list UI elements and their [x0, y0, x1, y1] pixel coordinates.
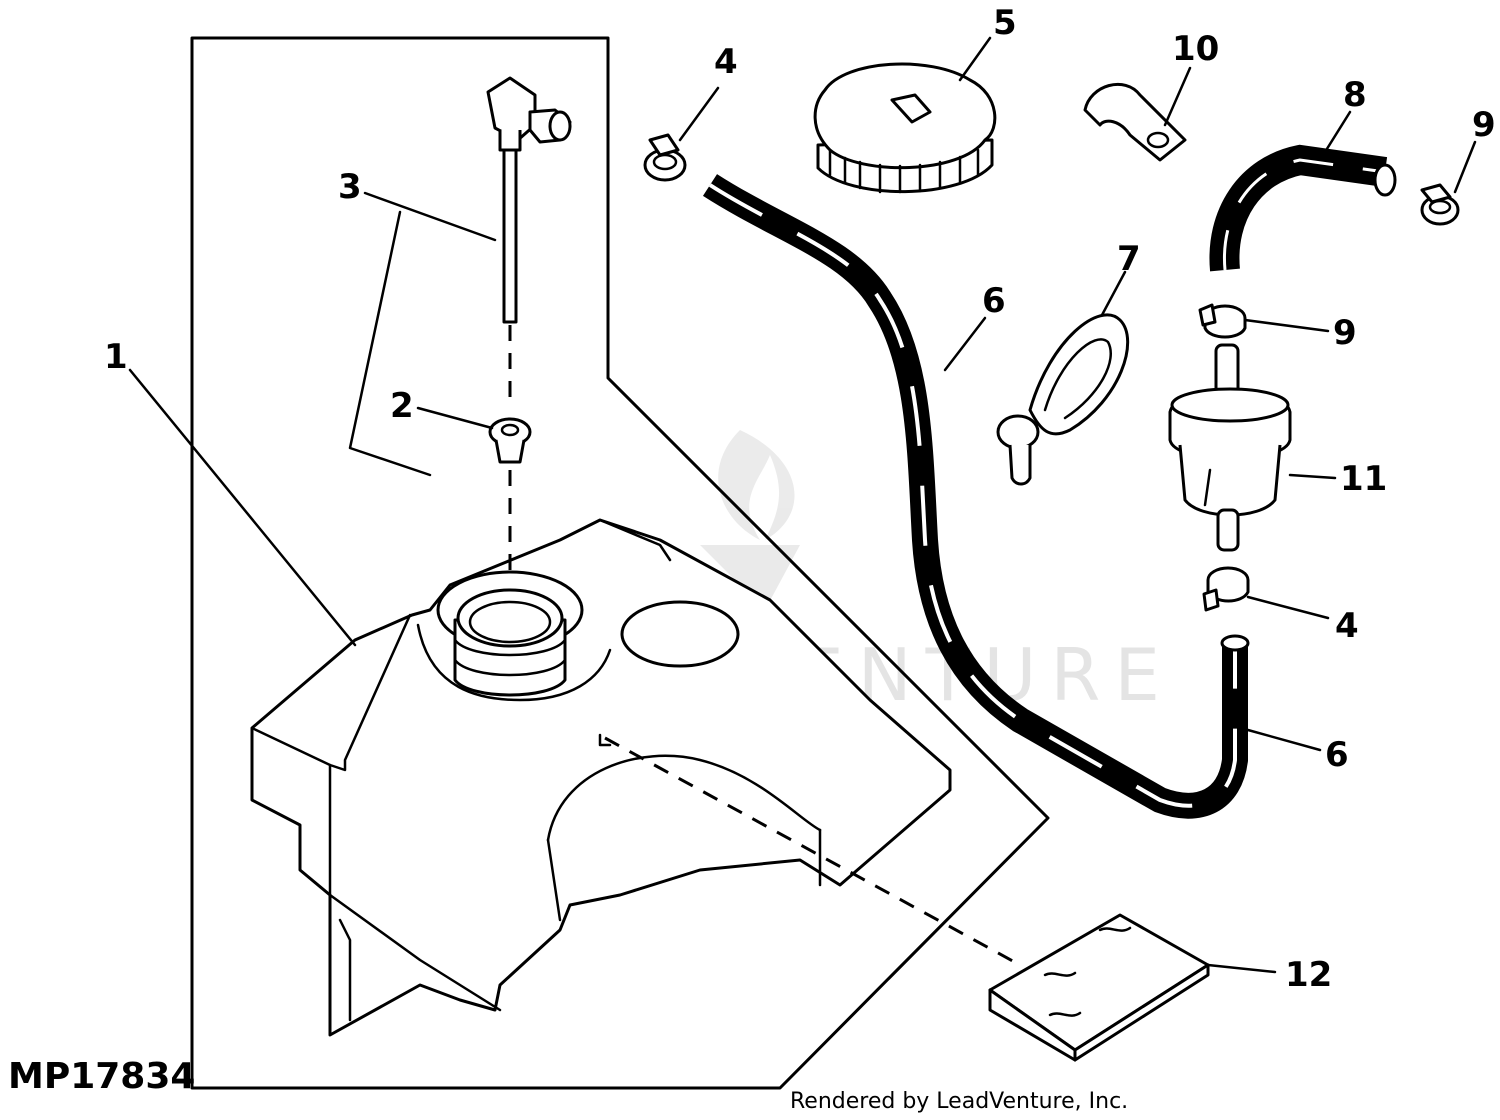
callout-4-lower: 4: [1335, 606, 1359, 646]
hose-clamp-top: [643, 133, 687, 182]
callout-9-filter: 9: [1333, 313, 1357, 353]
decal: [604, 736, 1210, 1062]
callout-12: 12: [1285, 955, 1332, 995]
callout-6-lower: 6: [1325, 735, 1349, 775]
fuel-filter: [1168, 343, 1292, 552]
callout-9-right: 9: [1472, 105, 1496, 145]
callout-labels: 1 2 3 4 4 5 6 6 7 8 9 9 10 11 12: [104, 3, 1496, 995]
figure-code: MP17834: [8, 1056, 195, 1097]
hose-clamp-right: [1420, 183, 1460, 226]
callout-2: 2: [390, 386, 414, 426]
group-boundary: [190, 36, 1050, 1090]
fuel-tank: [250, 518, 952, 1037]
callout-5: 5: [993, 3, 1017, 43]
leader-lines: [128, 36, 1477, 974]
callout-11: 11: [1340, 459, 1387, 499]
callout-4-top: 4: [714, 42, 738, 82]
credit-line: Rendered by LeadVenture, Inc.: [790, 1089, 1128, 1114]
mounting-clip: [1083, 82, 1187, 162]
callout-3: 3: [338, 167, 362, 207]
grommet: [488, 417, 532, 570]
hose-clamp-lower-filter: [1202, 566, 1250, 612]
fuel-hose-long: [702, 174, 1250, 819]
callout-8: 8: [1343, 75, 1367, 115]
fuel-cap: [813, 62, 997, 194]
fuel-hose-short: [1209, 144, 1397, 272]
callout-6-upper: 6: [982, 281, 1006, 321]
hose-retainer: [996, 313, 1130, 486]
callout-10: 10: [1172, 29, 1219, 69]
watermark-logo: [700, 430, 800, 610]
callout-1: 1: [104, 337, 128, 377]
hose-clamp-upper-filter: [1198, 303, 1247, 339]
fuel-gauge-sender: [486, 76, 572, 400]
callout-7: 7: [1117, 239, 1141, 279]
